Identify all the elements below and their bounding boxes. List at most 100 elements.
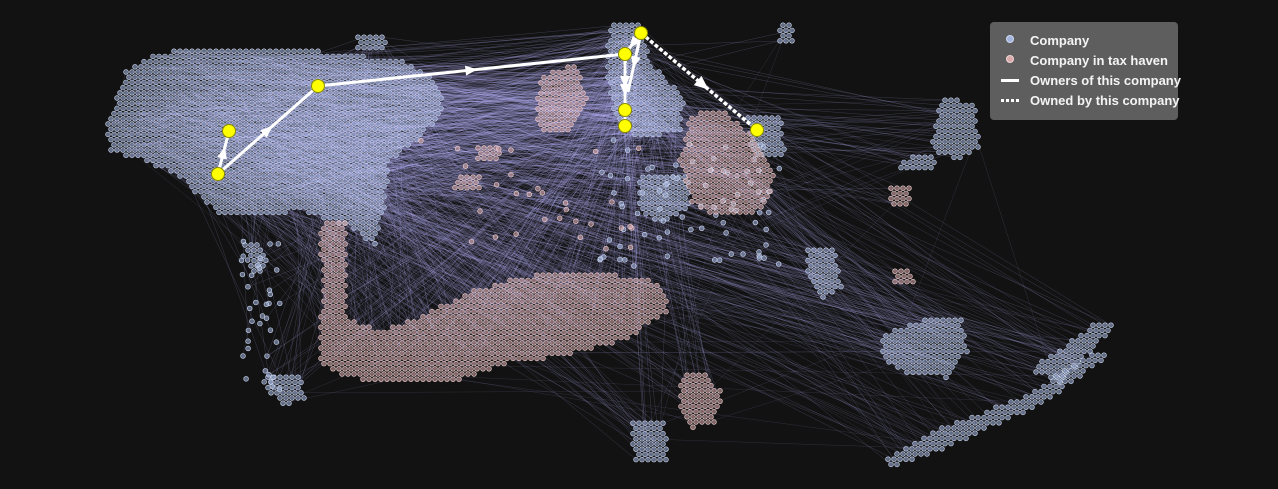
company-node: [656, 188, 663, 194]
company-node: [249, 79, 255, 86]
company-node: [399, 142, 405, 148]
tax-haven-node: [535, 186, 541, 192]
company-node: [668, 90, 674, 96]
tax-haven-node: [761, 167, 767, 174]
tax-haven-node: [708, 393, 714, 399]
tax-haven-node: [573, 298, 579, 304]
company-node: [303, 183, 309, 190]
tax-haven-node: [731, 178, 737, 184]
tax-haven-node: [707, 136, 713, 142]
tax-haven-node: [519, 298, 525, 304]
company-node: [117, 142, 123, 148]
legend-label-company: Company: [1030, 32, 1090, 48]
tax-haven-node: [471, 288, 477, 294]
owner-path-arrow: [620, 84, 630, 96]
tax-haven-node: [752, 141, 758, 148]
company-node: [921, 435, 927, 442]
tax-haven-node: [429, 340, 435, 346]
tax-haven-node: [321, 308, 327, 315]
company-node: [231, 152, 237, 158]
tax-haven-node: [447, 360, 453, 367]
company-node: [270, 147, 276, 153]
company-node: [339, 131, 345, 138]
tax-haven-node: [465, 371, 471, 377]
tax-haven-node: [749, 136, 755, 142]
company-node: [931, 333, 937, 339]
tax-haven-node: [594, 272, 600, 278]
company-node: [919, 353, 925, 360]
company-node: [369, 225, 375, 231]
company-node: [312, 188, 318, 195]
tax-haven-node: [561, 329, 567, 336]
company-node: [348, 157, 354, 164]
company-node: [766, 120, 772, 126]
company-node: [135, 121, 141, 127]
company-node: [330, 147, 336, 153]
company-node: [390, 147, 396, 153]
company-node: [201, 79, 207, 86]
company-node: [925, 364, 931, 370]
company-node: [261, 110, 267, 117]
company-node: [240, 95, 246, 101]
company-node: [1092, 357, 1098, 364]
company-node: [273, 79, 279, 86]
tax-haven-node: [489, 288, 495, 294]
company-node: [279, 173, 285, 179]
company-node: [348, 199, 354, 205]
tax-haven-node: [630, 282, 636, 289]
tax-haven-node: [743, 198, 749, 205]
tax-haven-node: [423, 340, 429, 346]
tax-haven-node: [734, 172, 740, 179]
company-node: [268, 390, 274, 396]
company-node: [327, 204, 333, 210]
company-node: [288, 74, 294, 80]
company-node: [937, 333, 943, 339]
company-node: [638, 90, 644, 96]
tax-haven-node: [357, 360, 363, 367]
company-node: [336, 84, 342, 91]
company-node: [138, 126, 144, 132]
company-node: [372, 136, 378, 143]
company-node: [972, 139, 978, 145]
tax-haven-node: [321, 340, 327, 346]
company-node: [387, 100, 393, 106]
company-node: [635, 84, 641, 91]
company-node: [261, 379, 267, 385]
company-node: [240, 105, 246, 112]
tax-haven-node: [689, 178, 695, 184]
company-node: [1071, 373, 1077, 379]
company-node: [925, 353, 931, 360]
tax-haven-node: [734, 162, 740, 168]
company-node: [318, 178, 324, 184]
company-node: [814, 263, 820, 269]
company-node: [294, 116, 300, 122]
company-node: [1066, 353, 1072, 360]
tax-haven-node: [752, 152, 758, 158]
tax-haven-node: [504, 345, 510, 351]
company-node: [639, 436, 645, 442]
company-node: [192, 157, 198, 164]
tax-haven-node: [564, 293, 570, 299]
company-node: [183, 110, 189, 117]
tax-haven-node: [375, 360, 381, 367]
company-node: [369, 131, 375, 138]
tax-haven-node: [348, 366, 354, 372]
company-node: [910, 369, 916, 375]
company-node: [252, 126, 258, 132]
tax-haven-node: [483, 340, 489, 346]
company-node: [210, 74, 216, 80]
tax-haven-node: [468, 345, 474, 351]
company-node: [306, 53, 312, 60]
company-node: [171, 48, 177, 54]
company-node: [306, 168, 312, 174]
tax-haven-node: [498, 282, 504, 289]
tax-haven-node: [321, 225, 327, 232]
tax-haven-node: [770, 172, 776, 179]
company-node: [378, 126, 384, 132]
company-node: [255, 183, 261, 190]
company-node: [216, 105, 222, 112]
tax-haven-node: [570, 324, 576, 330]
company-node: [910, 164, 916, 171]
company-node: [150, 116, 156, 122]
